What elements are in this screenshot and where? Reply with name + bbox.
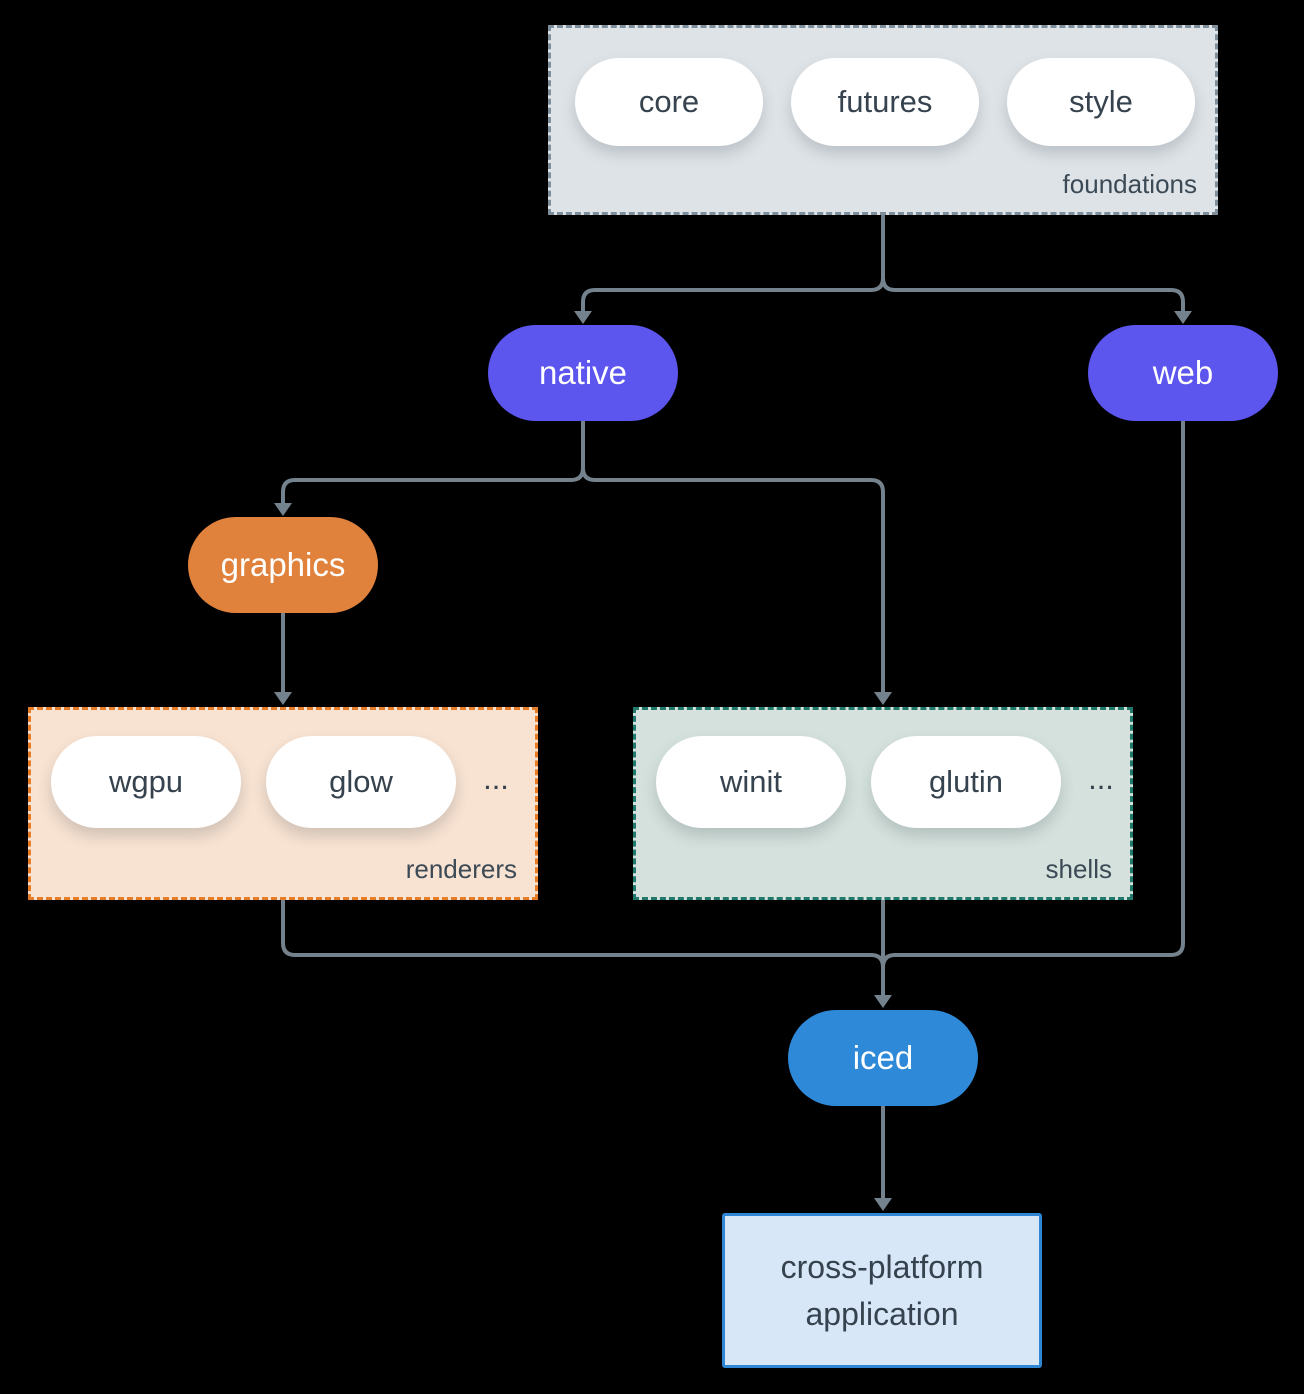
- pill-wgpu: wgpu: [51, 736, 241, 828]
- pill-style: style: [1007, 58, 1195, 146]
- renderers-ellipsis: ...: [483, 761, 509, 796]
- edge-native-shells: [581, 421, 885, 694]
- node-graphics: graphics: [188, 517, 378, 613]
- pill-glutin-label: glutin: [928, 764, 1004, 799]
- arrowhead-iced: [874, 995, 892, 1008]
- node-web-label: web: [1152, 354, 1214, 391]
- foundations-group: core futures style foundations: [548, 25, 1218, 215]
- shells-group: winit glutin ... shells: [633, 707, 1133, 900]
- pill-winit-label: winit: [719, 764, 782, 799]
- shells-ellipsis: ...: [1088, 761, 1114, 796]
- pill-winit: winit: [656, 736, 846, 828]
- shells-group-label: shells: [1045, 854, 1112, 884]
- node-iced: iced: [788, 1010, 978, 1106]
- pill-core-label: core: [638, 84, 700, 119]
- pill-style-label: style: [1069, 84, 1133, 119]
- pill-wgpu-label: wgpu: [108, 764, 184, 799]
- arrowhead-native: [574, 311, 592, 324]
- arrowhead-application: [874, 1198, 892, 1211]
- renderers-group: wgpu glow ... renderers: [28, 707, 538, 900]
- foundations-group-label: foundations: [1062, 169, 1197, 199]
- cross-platform-application-label: cross-platform application: [780, 1248, 984, 1332]
- pill-futures-label: futures: [837, 84, 933, 119]
- edge-renderers-iced: [281, 900, 885, 968]
- pill-glow: glow: [266, 736, 456, 828]
- pill-core: core: [575, 58, 763, 146]
- edge-foundations-web: [881, 215, 1185, 313]
- edge-foundations-native: [581, 215, 885, 313]
- pill-glutin: glutin: [871, 736, 1061, 828]
- arrowhead-web: [1174, 311, 1192, 324]
- renderers-group-label: renderers: [405, 854, 517, 884]
- node-native-label: native: [538, 354, 628, 391]
- pill-futures: futures: [791, 58, 979, 146]
- node-web: web: [1088, 325, 1278, 421]
- cross-platform-application-box: cross-platform application: [722, 1213, 1042, 1368]
- edge-native-graphics: [281, 421, 585, 504]
- pill-glow-label: glow: [329, 764, 393, 799]
- arrowhead-graphics: [274, 503, 292, 516]
- node-native: native: [488, 325, 678, 421]
- arrowhead-renderers: [274, 692, 292, 705]
- arrowhead-shells: [874, 692, 892, 705]
- node-graphics-label: graphics: [220, 546, 346, 583]
- node-iced-label: iced: [852, 1039, 914, 1076]
